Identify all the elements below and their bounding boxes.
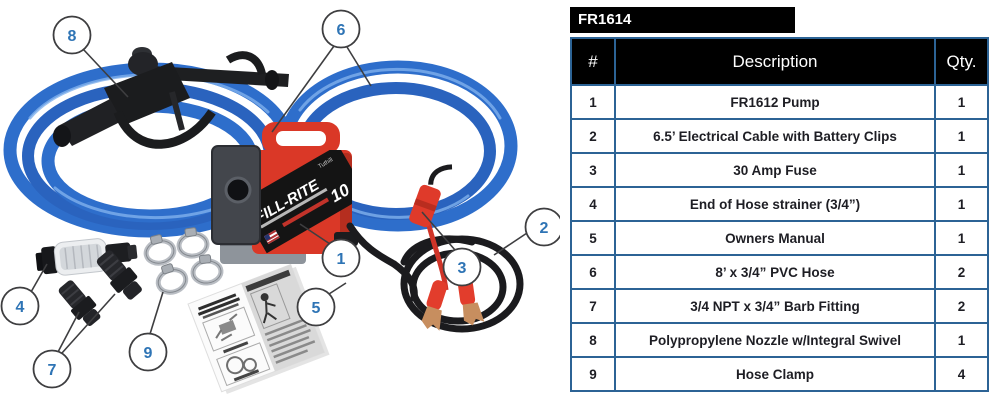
fuse-holder	[409, 164, 453, 228]
part-number: 5	[570, 220, 616, 256]
part-number: 1	[570, 84, 616, 120]
callout-1: 1	[321, 238, 361, 278]
part-number: 2	[570, 118, 616, 154]
callout-number: 9	[144, 345, 153, 362]
callout-number: 6	[337, 22, 346, 39]
table-row: 3 30 Amp Fuse 1	[570, 152, 989, 188]
column-header-number: #	[570, 37, 616, 86]
callout-4: 4	[0, 286, 40, 326]
parts-table-section: FR1614 # Description Qty. 1 FR1612 Pump …	[570, 7, 989, 392]
callout-3: 3	[442, 247, 482, 287]
part-description: Hose Clamp	[614, 356, 936, 392]
callout-number: 7	[48, 362, 57, 379]
part-qty: 2	[934, 254, 989, 290]
table-row: 7 3/4 NPT x 3/4” Barb Fitting 2	[570, 288, 989, 324]
callout-8: 8	[52, 15, 92, 55]
part-qty: 4	[934, 356, 989, 392]
callout-9: 9	[128, 332, 168, 372]
callout-5: 5	[296, 287, 336, 327]
part-description: 3/4 NPT x 3/4” Barb Fitting	[614, 288, 936, 324]
callout-number: 4	[16, 299, 25, 316]
part-number: 7	[570, 288, 616, 324]
part-qty: 1	[934, 186, 989, 222]
part-qty: 2	[934, 288, 989, 324]
part-qty: 1	[934, 84, 989, 120]
table-row: 5 Owners Manual 1	[570, 220, 989, 256]
hose-clamp	[155, 263, 189, 295]
table-row: 8 Polypropylene Nozzle w/Integral Swivel…	[570, 322, 989, 358]
part-number: 4	[570, 186, 616, 222]
pump-label: Tuthill FILL-RITE 10	[252, 150, 352, 254]
product-photo: Tuthill FILL-RITE 10	[0, 9, 564, 395]
part-qty: 1	[934, 322, 989, 358]
hose-clamp	[190, 254, 224, 286]
part-number: 8	[570, 322, 616, 358]
callout-number: 8	[68, 28, 77, 45]
part-number: 3	[570, 152, 616, 188]
pump: Tuthill FILL-RITE 10	[211, 122, 358, 264]
hose-clamp	[143, 234, 177, 266]
part-qty: 1	[934, 118, 989, 154]
parts-table-title: FR1614	[570, 7, 795, 33]
column-header-description: Description	[614, 37, 936, 86]
part-qty: 1	[934, 220, 989, 256]
battery-clip	[421, 280, 447, 331]
pump-inlet-port	[226, 178, 250, 202]
part-description: 30 Amp Fuse	[614, 152, 936, 188]
callout-2: 2	[524, 207, 564, 247]
hose-clamp	[176, 227, 210, 259]
callout-number: 3	[458, 260, 467, 277]
table-row: 2 6.5’ Electrical Cable with Battery Cli…	[570, 118, 989, 154]
us-flag-icon	[263, 229, 280, 245]
barb-fitting	[96, 250, 142, 300]
table-row: 1 FR1612 Pump 1	[570, 84, 989, 120]
callout-6: 6	[321, 9, 361, 49]
callout-number: 1	[337, 251, 346, 268]
product-photo-svg: Tuthill FILL-RITE 10	[0, 9, 564, 395]
part-description: 8’ x 3/4” PVC Hose	[614, 254, 936, 290]
part-description: FR1612 Pump	[614, 84, 936, 120]
table-row: 6 8’ x 3/4” PVC Hose 2	[570, 254, 989, 290]
table-row: 4 End of Hose strainer (3/4”) 1	[570, 186, 989, 222]
callout-number: 2	[540, 220, 549, 237]
callout-7: 7	[32, 349, 72, 389]
table-row: 9 Hose Clamp 4	[570, 356, 989, 392]
part-qty: 1	[934, 152, 989, 188]
hose-strainer	[35, 238, 138, 276]
part-description: Owners Manual	[614, 220, 936, 256]
callout-number: 5	[312, 300, 321, 317]
barb-fitting	[58, 280, 101, 327]
column-header-qty: Qty.	[934, 37, 989, 86]
callout-lines	[30, 45, 528, 354]
parts-table: # Description Qty. 1 FR1612 Pump 1 2 6.5…	[570, 37, 989, 392]
part-number: 6	[570, 254, 616, 290]
part-description: Polypropylene Nozzle w/Integral Swivel	[614, 322, 936, 358]
part-number: 9	[570, 356, 616, 392]
table-header-row: # Description Qty.	[570, 37, 989, 86]
part-description: 6.5’ Electrical Cable with Battery Clips	[614, 118, 936, 154]
fuel-nozzle	[53, 47, 289, 149]
part-description: End of Hose strainer (3/4”)	[614, 186, 936, 222]
